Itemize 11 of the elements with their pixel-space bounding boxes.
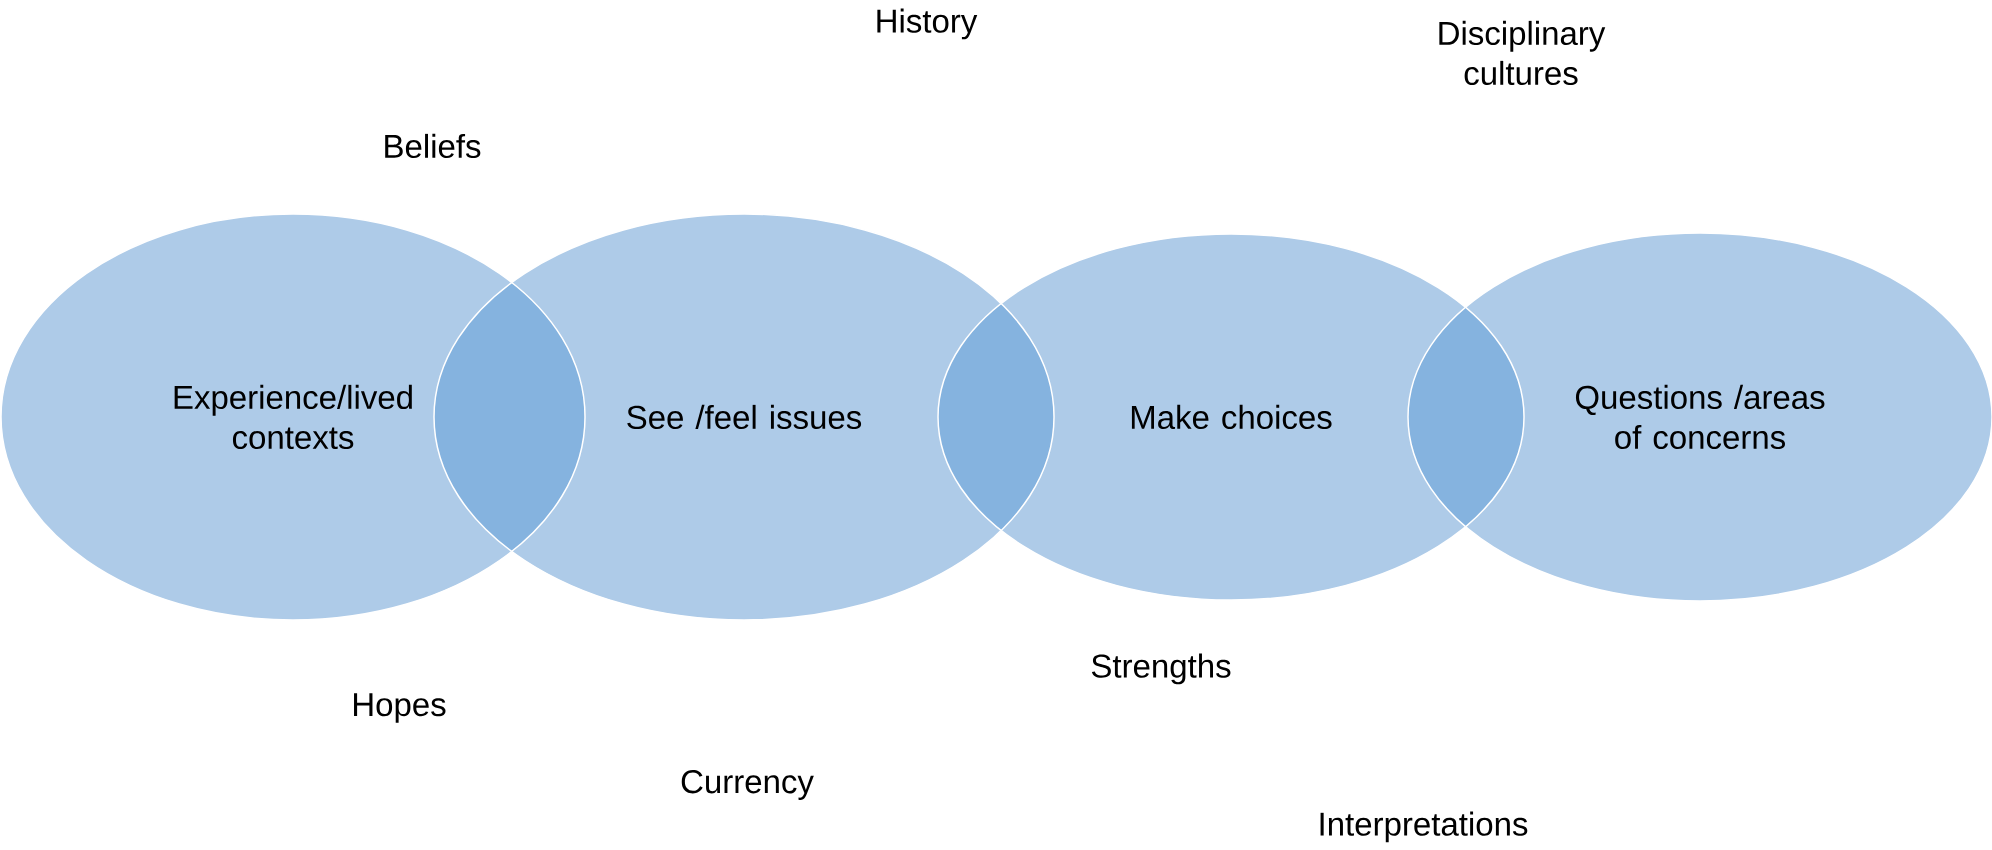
label: Disciplinary cultures — [1439, 20, 1606, 86]
label: History — [877, 8, 978, 40]
label: Hopes — [354, 693, 446, 723]
label: Interpretations — [1320, 811, 1528, 843]
node-label: Make choices — [1131, 404, 1332, 430]
label: Currency — [681, 770, 814, 800]
label: Beliefs — [385, 133, 481, 159]
ellipse-node: Questions /areas of concerns — [1407, 232, 1992, 602]
node-label: See /feel issues — [627, 404, 862, 430]
label: Strengths — [1091, 653, 1231, 685]
node-label: Questions /areas of concerns — [1575, 384, 1825, 450]
